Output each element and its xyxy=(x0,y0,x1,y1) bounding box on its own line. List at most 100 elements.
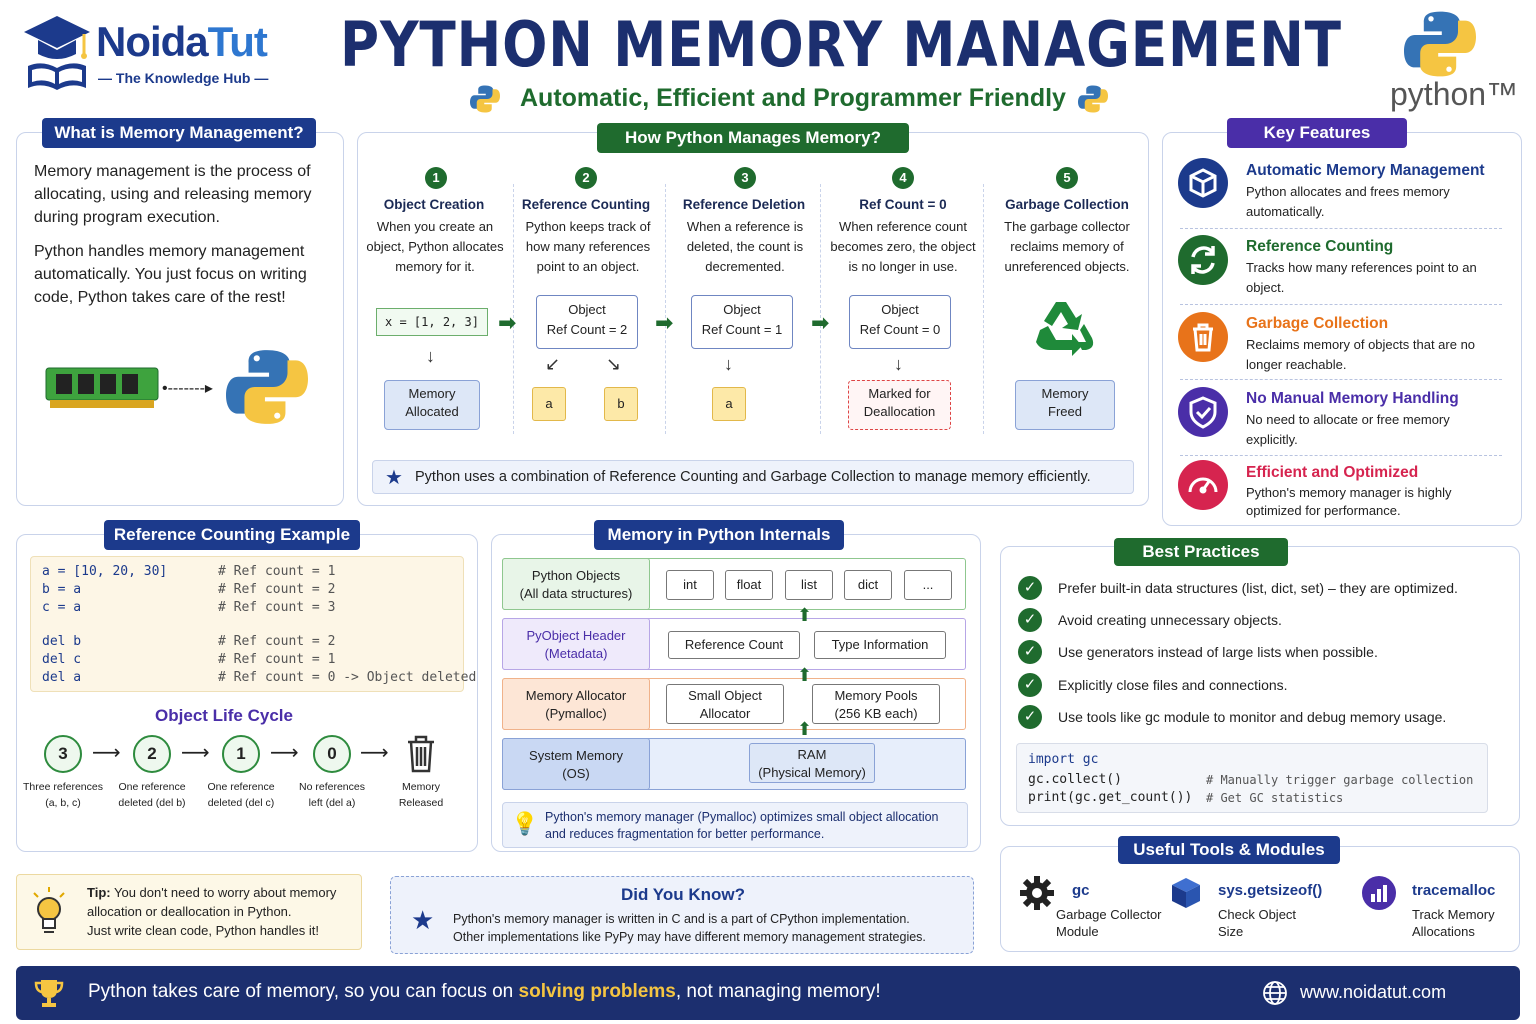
check-icon: ✓ xyxy=(1018,705,1042,729)
arrow-down: ↓ xyxy=(426,346,435,366)
step-title: Reference Counting xyxy=(521,197,651,212)
header-chip: Type Information xyxy=(814,631,946,659)
object-box: Object Ref Count = 1 xyxy=(691,295,793,349)
what-title: What is Memory Management? xyxy=(42,118,316,148)
object-label: Object xyxy=(881,302,919,317)
tip-label: Tip: xyxy=(87,885,111,900)
code-line: del c xyxy=(42,652,82,667)
marked-box: Marked for Deallocation xyxy=(848,380,951,430)
step-number: 3 xyxy=(734,167,756,189)
tool-name: sys.getsizeof() xyxy=(1218,882,1323,899)
arrow-down-right: ↘ xyxy=(606,354,622,374)
step-divider xyxy=(983,184,984,434)
ref-count-label: Ref Count = 1 xyxy=(701,322,783,337)
feature-title: Automatic Memory Management xyxy=(1246,162,1485,179)
layer-label: PyObject Header(Metadata) xyxy=(502,618,650,670)
ref-count-label: Ref Count = 2 xyxy=(546,322,628,337)
check-icon: ✓ xyxy=(1018,576,1042,600)
code-line: c = a xyxy=(42,600,82,615)
lifecycle-node: 1 xyxy=(222,735,260,773)
lifecycle-label: Three references(a, b, c) xyxy=(23,781,103,809)
tool-name: gc xyxy=(1072,882,1090,899)
subtitle: Automatic, Efficient and Programmer Frie… xyxy=(520,84,1066,112)
object-box: Object Ref Count = 0 xyxy=(849,295,951,349)
object-box: Object Ref Count = 2 xyxy=(536,295,638,349)
code-comment: # Ref count = 0 -> Object deleted xyxy=(218,670,477,685)
best-item: Use generators instead of large lists wh… xyxy=(1058,644,1378,660)
lightbulb-icon: 💡 xyxy=(511,811,539,836)
python-icon xyxy=(470,84,500,114)
step-title: Garbage Collection xyxy=(1005,197,1129,212)
code-comment: # Get GC statistics xyxy=(1206,791,1344,805)
tip-card: Tip: You don't need to worry about memor… xyxy=(16,874,362,950)
step-number: 4 xyxy=(892,167,914,189)
speedometer-icon xyxy=(1178,460,1228,510)
footer-url[interactable]: www.noidatut.com xyxy=(1300,982,1447,1002)
ram-chip-icon xyxy=(44,364,160,414)
layer-label: Python Objects(All data structures) xyxy=(502,558,650,610)
code-line: a = [10, 20, 30] xyxy=(42,564,168,579)
feature-divider xyxy=(1180,228,1502,229)
brand-name: NoidaTut xyxy=(96,18,268,65)
gear-icon xyxy=(1018,874,1056,912)
feature-divider xyxy=(1180,304,1502,305)
code-line: del b xyxy=(42,634,82,649)
star-icon: ★ xyxy=(385,467,403,489)
header-chip: Reference Count xyxy=(668,631,800,659)
green-arrow: ➡ xyxy=(498,310,517,335)
trash-icon xyxy=(404,734,438,774)
dashed-arrow: •-------▸ xyxy=(162,380,213,397)
best-item: Prefer built-in data structures (list, d… xyxy=(1058,580,1458,596)
lifecycle-node: 2 xyxy=(133,735,171,773)
layer-label: System Memory(OS) xyxy=(502,738,650,790)
arrow-up: ⬆ xyxy=(797,665,813,685)
cube-icon xyxy=(1170,876,1202,910)
step-desc: When you create an object, Python alloca… xyxy=(366,219,504,274)
feature-title: Garbage Collection xyxy=(1246,315,1389,332)
shield-icon xyxy=(1178,387,1228,437)
refex-title: Reference Counting Example xyxy=(104,520,360,550)
arrow-up: ⬆ xyxy=(797,605,813,625)
step-title: Reference Deletion xyxy=(682,197,806,212)
ref-b: b xyxy=(604,387,638,421)
graduation-cap-icon xyxy=(24,16,90,90)
features-title: Key Features xyxy=(1227,118,1407,148)
step-desc: When a reference is deleted, the count i… xyxy=(686,219,804,274)
footer-bar: Python takes care of memory, so you can … xyxy=(16,966,1520,1020)
brand-logo xyxy=(22,14,92,94)
dyk-text: Python's memory manager is written in C … xyxy=(453,912,926,944)
dyk-card: Did You Know? ★ Python's memory manager … xyxy=(390,876,974,954)
code-comment: # Ref count = 1 xyxy=(218,564,336,579)
green-arrow: ➡ xyxy=(655,310,674,335)
best-code-block xyxy=(1016,743,1488,813)
tool-name: tracemalloc xyxy=(1412,882,1496,899)
tip-text: Tip: You don't need to worry about memor… xyxy=(87,885,337,938)
object-label: Object xyxy=(723,302,761,317)
how-title: How Python Manages Memory? xyxy=(597,123,909,153)
code-line: gc.collect() xyxy=(1028,772,1122,787)
pools-chip: Memory Pools(256 KB each) xyxy=(812,684,940,724)
check-icon: ✓ xyxy=(1018,673,1042,697)
page-title: PYTHON MEMORY MANAGEMENT xyxy=(340,8,1342,81)
step-title: Ref Count = 0 xyxy=(859,197,947,212)
step-desc: Python keeps track of how many reference… xyxy=(525,219,651,274)
step-divider xyxy=(513,184,514,434)
arrow-right: ⟶ xyxy=(270,742,299,764)
cube-icon xyxy=(1178,158,1228,208)
code-line: print(gc.get_count()) xyxy=(1028,790,1193,805)
code-comment: # Ref count = 2 xyxy=(218,582,336,597)
refresh-icon xyxy=(1178,235,1228,285)
feature-title: Efficient and Optimized xyxy=(1246,464,1419,481)
type-chip: list xyxy=(785,570,833,600)
best-item: Avoid creating unnecessary objects. xyxy=(1058,612,1282,628)
type-chip: ... xyxy=(904,570,952,600)
feature-desc: Tracks how many references point to an o… xyxy=(1246,260,1477,295)
check-icon: ✓ xyxy=(1018,640,1042,664)
bar-chart-icon xyxy=(1362,876,1396,910)
how-note: ★ Python uses a combination of Reference… xyxy=(372,460,1134,494)
how-note-text: Python uses a combination of Reference C… xyxy=(415,469,1091,485)
memory-freed-box: Memory Freed xyxy=(1015,380,1115,430)
internals-note: 💡 Python's memory manager (Pymalloc) opt… xyxy=(502,802,968,848)
